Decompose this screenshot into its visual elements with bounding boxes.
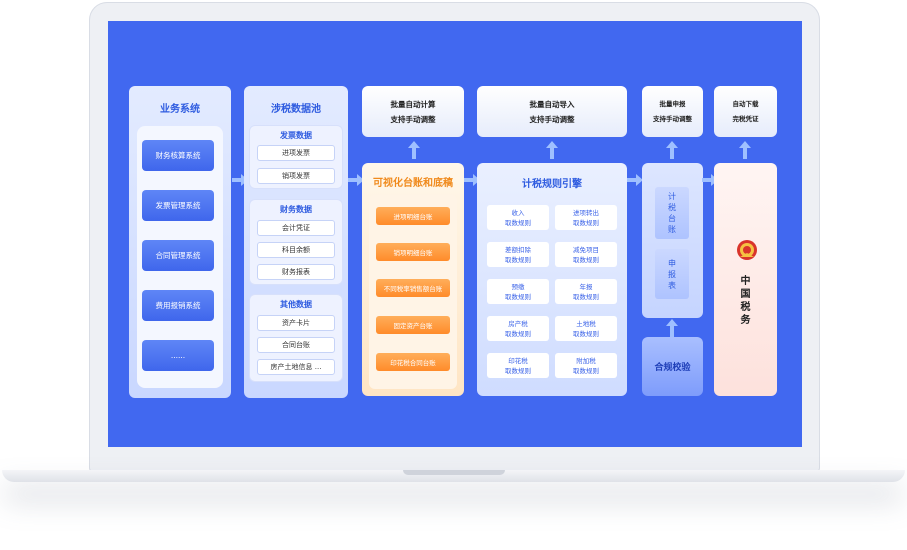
rule-card: 差额扣除取数规则	[487, 242, 549, 267]
arrow-up-icon	[666, 319, 678, 337]
laptop-base	[2, 470, 905, 482]
auto-download-line1: 自动下载	[732, 99, 759, 108]
tax-emblem-icon	[737, 240, 757, 260]
batch-declare-line2: 支持手动调整	[653, 114, 692, 123]
arrow-up-icon	[408, 141, 420, 159]
compliance-check-box: 合规校验	[642, 337, 703, 396]
arrow-right-icon	[627, 174, 643, 186]
other-data-title: 其他数据	[280, 300, 312, 309]
data-chip: 进项发票	[257, 145, 335, 161]
batch-calc-line2: 支持手动调整	[390, 114, 436, 124]
batch-import-line1: 批量自动导入	[529, 99, 575, 109]
rule-card: 进项转出取数规则	[555, 205, 617, 230]
rule-card: 土地税取数规则	[555, 316, 617, 341]
batch-calc-box: 批量自动计算 支持手动调整	[362, 86, 464, 137]
china-tax-panel: 中 国 税 务	[714, 163, 777, 396]
batch-import-box: 批量自动导入 支持手动调整	[477, 86, 627, 137]
tax-rule-engine-panel: 计税规则引擎 收入取数规则 进项转出取数规则 差额扣除取数规则 减免项目取数规则…	[477, 163, 627, 396]
finance-data-title: 财务数据	[280, 205, 312, 214]
data-chip: 销项发票	[257, 168, 335, 184]
invoice-data-group: 发票数据 进项发票 销项发票	[249, 125, 343, 189]
arrow-up-icon	[666, 141, 678, 159]
data-chip: 财务报表	[257, 264, 335, 280]
rule-card: 印花税取数规则	[487, 353, 549, 378]
data-pool-title: 涉税数据池	[271, 104, 321, 115]
rule-card: 预缴取数规则	[487, 279, 549, 304]
invoice-data-title: 发票数据	[280, 131, 312, 140]
arrow-right-icon	[464, 174, 480, 186]
declaration-form-tab: 申报表	[655, 249, 689, 299]
laptop-base-notch	[403, 470, 505, 475]
batch-calc-line1: 批量自动计算	[390, 99, 436, 109]
arrow-up-icon	[739, 141, 751, 159]
rule-card: 附加税取数规则	[555, 353, 617, 378]
ledger-item: 固定资产台账	[376, 316, 450, 334]
business-systems-title: 业务系统	[160, 104, 200, 115]
data-chip: 资产卡片	[257, 315, 335, 331]
batch-import-line2: 支持手动调整	[529, 114, 575, 124]
batch-declare-line1: 批量申报	[659, 99, 686, 108]
diagram-screen: 业务系统 财务核算系统 发票管理系统 合同管理系统 费用报销系统 ...... …	[108, 21, 802, 447]
business-system-item: 合同管理系统	[142, 240, 214, 271]
rule-card: 减免项目取数规则	[555, 242, 617, 267]
ledger-item: 进项明细台账	[376, 207, 450, 225]
data-chip: 会计凭证	[257, 220, 335, 236]
business-system-item: ......	[142, 340, 214, 371]
batch-declare-box: 批量申报 支持手动调整	[642, 86, 703, 137]
visual-ledger-panel: 可视化台账和底稿 进项明细台账 销项明细台账 不同税率销售额台账 固定资产台账 …	[362, 163, 464, 396]
tax-data-pool-panel: 涉税数据池 发票数据 进项发票 销项发票 财务数据 会计凭证 科目余额 财务报表…	[244, 86, 348, 398]
business-system-item: 费用报销系统	[142, 290, 214, 321]
engine-title: 计税规则引擎	[522, 179, 582, 190]
ledger-title: 可视化台账和底稿	[373, 178, 453, 189]
tax-ledger-tab: 计税台账	[655, 187, 689, 239]
declaration-panel: 计税台账 申报表	[642, 163, 703, 318]
rule-card: 房产税取数规则	[487, 316, 549, 341]
rule-card: 收入取数规则	[487, 205, 549, 230]
data-chip: 房产土地信息 ...	[257, 359, 335, 375]
ledger-item: 不同税率销售额台账	[376, 279, 450, 297]
auto-download-line2: 完税凭证	[732, 114, 759, 123]
other-data-group: 其他数据 资产卡片 合同台账 房产土地信息 ...	[249, 294, 343, 382]
arrow-right-icon	[348, 174, 364, 186]
data-chip: 合同台账	[257, 337, 335, 353]
arrow-up-icon	[546, 141, 558, 159]
auto-download-box: 自动下载 完税凭证	[714, 86, 777, 137]
business-systems-panel: 业务系统 财务核算系统 发票管理系统 合同管理系统 费用报销系统 ......	[129, 86, 231, 398]
ledger-item: 印花税合同台账	[376, 353, 450, 371]
rule-card: 年报取数规则	[555, 279, 617, 304]
business-system-item: 发票管理系统	[142, 190, 214, 221]
finance-data-group: 财务数据 会计凭证 科目余额 财务报表	[249, 199, 343, 285]
china-tax-label: 中 国 税 务	[740, 276, 751, 326]
data-chip: 科目余额	[257, 242, 335, 258]
business-system-item: 财务核算系统	[142, 140, 214, 171]
ledger-item: 销项明细台账	[376, 243, 450, 261]
